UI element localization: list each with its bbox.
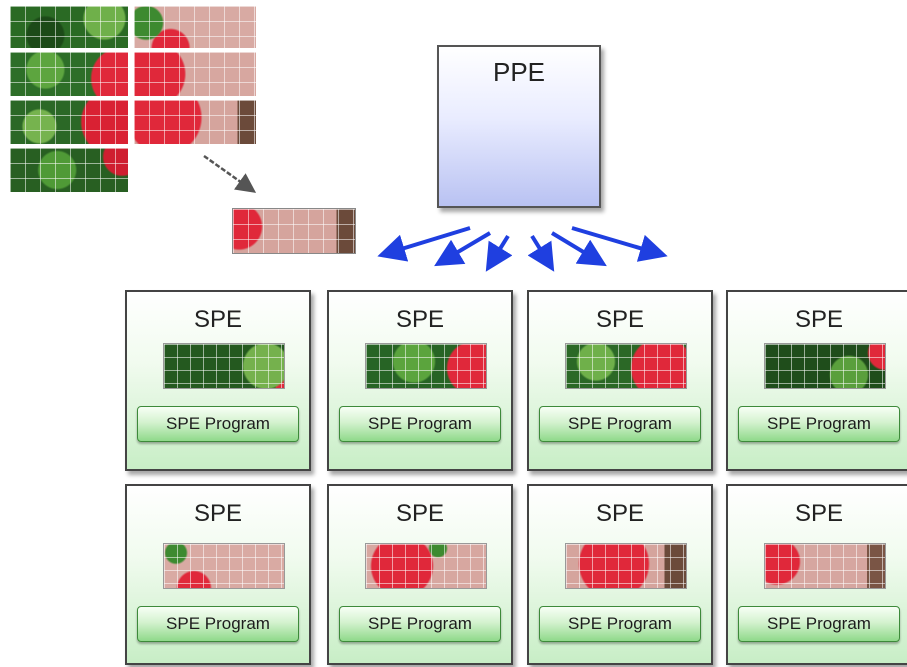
spe-image-chunk [163,543,285,589]
ppe-box: PPE [437,45,601,208]
image-tile [10,52,128,96]
spe-label: SPE [794,306,844,333]
dispatch-arrow [434,231,492,267]
spe-image-chunk [565,543,687,589]
spe-label: SPE [595,500,645,527]
spe-image-chunk [764,543,886,589]
extract-arrow [203,154,257,193]
spe-program-button[interactable]: SPE Program [339,406,501,442]
spe-label: SPE [395,306,445,333]
image-tile [134,100,256,144]
spe-box-3: SPE SPE Program [527,290,713,471]
spe-box-4: SPE SPE Program [726,290,907,471]
spe-program-button[interactable]: SPE Program [539,406,701,442]
spe-box-8: SPE SPE Program [726,484,907,665]
spe-image-chunk [365,343,487,389]
dispatch-arrow [377,226,471,262]
spe-label: SPE [395,500,445,527]
spe-program-button[interactable]: SPE Program [137,606,299,642]
spe-image-chunk [565,343,687,389]
spe-image-chunk [764,343,886,389]
spe-label: SPE [595,306,645,333]
spe-label: SPE [193,306,243,333]
image-tile [10,6,128,48]
spe-box-7: SPE SPE Program [527,484,713,665]
spe-image-chunk [365,543,487,589]
dispatch-arrow [527,234,555,272]
image-tile [10,100,128,144]
spe-program-button[interactable]: SPE Program [539,606,701,642]
dispatch-arrow [485,234,513,272]
dispatch-arrows [377,226,668,272]
extracted-tile [232,208,356,254]
spe-box-6: SPE SPE Program [327,484,513,665]
image-tile [134,52,256,96]
spe-program-button[interactable]: SPE Program [339,606,501,642]
spe-program-button[interactable]: SPE Program [738,406,900,442]
spe-label: SPE [794,500,844,527]
image-tile [10,148,128,192]
spe-image-chunk [163,343,285,389]
spe-box-5: SPE SPE Program [125,484,311,665]
dispatch-arrow [550,231,607,267]
dispatch-arrow [571,226,668,262]
spe-program-button[interactable]: SPE Program [738,606,900,642]
image-tile [134,6,256,48]
spe-box-2: SPE SPE Program [327,290,513,471]
spe-box-1: SPE SPE Program [125,290,311,471]
ppe-label: PPE [492,57,546,87]
spe-program-button[interactable]: SPE Program [137,406,299,442]
spe-label: SPE [193,500,243,527]
